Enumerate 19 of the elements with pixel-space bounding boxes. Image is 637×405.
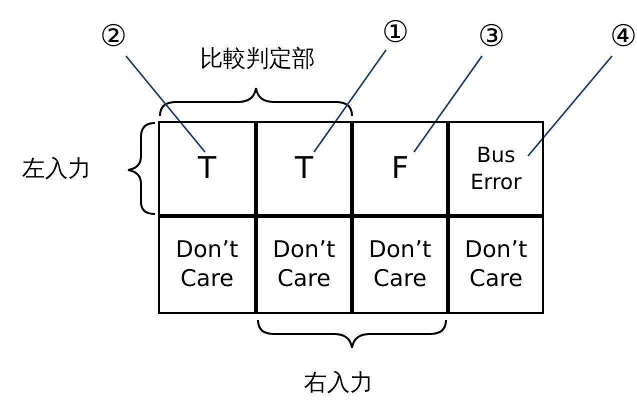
callout-number: ② (100, 22, 127, 52)
grid-cell: F (352, 121, 448, 216)
brace-label: 右入力 (304, 370, 373, 396)
grid-cell: T (158, 121, 256, 216)
brace-label: 比較判定部 (200, 46, 315, 72)
leader-line (313, 50, 387, 152)
brace-label: 左入力 (22, 156, 91, 182)
leader-line (527, 55, 613, 157)
grid-cell: Don’t Care (448, 216, 544, 314)
grid-cell: Bus Error (448, 121, 544, 216)
leader-line (413, 56, 483, 152)
grid-cell: Don’t Care (256, 216, 352, 314)
grid-cell: T (256, 121, 352, 216)
callout-number: ① (382, 18, 409, 48)
grid-cell: Don’t Care (352, 216, 448, 314)
leader-line (125, 56, 206, 152)
callout-number: ④ (610, 22, 637, 52)
grid-cell: Don’t Care (158, 216, 256, 314)
callout-number: ③ (478, 22, 505, 52)
